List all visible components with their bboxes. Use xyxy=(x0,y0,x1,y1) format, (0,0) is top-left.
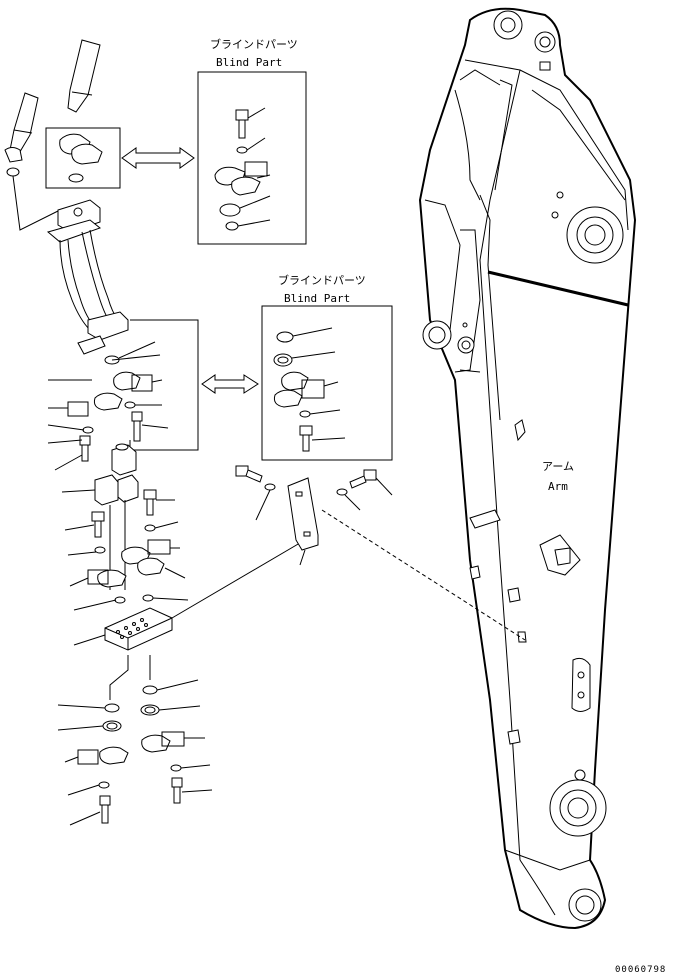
double-arrow-2 xyxy=(201,374,259,394)
blind-part-1-label-jp: ブラインドパーツ xyxy=(210,37,298,51)
leader-lines xyxy=(47,354,393,826)
arm-assembly xyxy=(321,7,637,930)
blind-part-2-label-en: Blind Part xyxy=(284,292,350,305)
bracket-parts xyxy=(235,465,377,551)
blind-part-1-box xyxy=(197,71,307,245)
arm-label-jp: アーム xyxy=(542,460,574,473)
blind-part-2-parts xyxy=(273,327,346,452)
clamp-detail-box xyxy=(45,127,121,189)
hose-assembly-top xyxy=(4,39,129,355)
blind-part-1-parts xyxy=(214,107,271,231)
arm-label-en: Arm xyxy=(548,480,568,493)
blind-part-1-label-en: Blind Part xyxy=(216,56,282,69)
blind-part-2-label-jp: ブラインドパーツ xyxy=(278,273,366,287)
valve-assembly xyxy=(67,341,306,824)
blind-part-2-box xyxy=(261,305,393,461)
double-arrow-1 xyxy=(121,147,195,169)
drawing-number: 00060798 xyxy=(615,965,666,975)
